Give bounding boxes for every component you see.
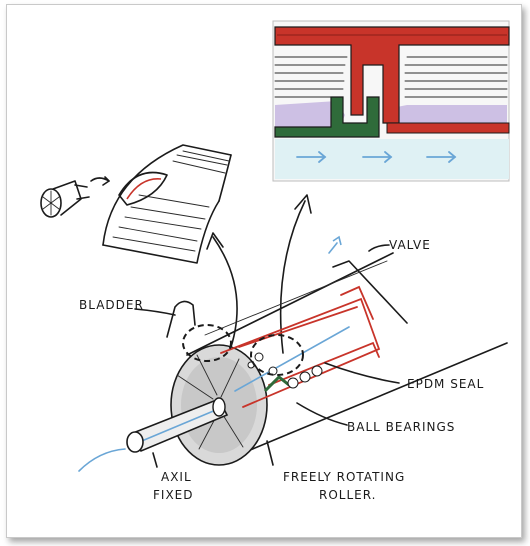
illustration-frame: VALVE BLADDER EPDM SEAL BALL BEARINGS AX… [6,4,522,538]
leader-lines [134,244,400,468]
roller-assembly [78,235,508,472]
roller-sketch: VALVE BLADDER EPDM SEAL BALL BEARINGS AX… [40,20,510,502]
bladder-detail [40,144,232,264]
label-fixed: FIXED [153,488,193,502]
label-bladder: BLADDER [79,298,144,312]
label-ball-bearings: BALL BEARINGS [347,420,455,434]
label-epdm-seal: EPDM SEAL [407,377,484,391]
label-axil: AXIL [161,470,192,484]
seal-detail-inset [272,20,510,182]
label-valve: VALVE [389,238,431,252]
label-roller: ROLLER. [319,488,376,502]
label-freely-rotating: FREELY ROTATING [283,470,405,484]
